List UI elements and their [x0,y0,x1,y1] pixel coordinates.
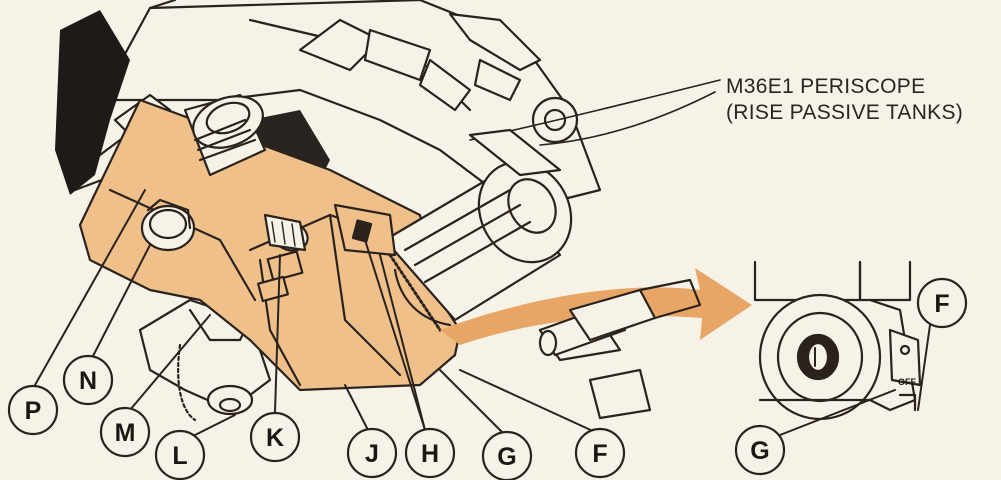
leader-f2 [917,324,931,411]
callout-l-label: L [172,442,187,470]
callout-f-label: F [592,440,607,468]
knob-k [263,213,309,252]
callouts: P N M L K J H [7,277,968,480]
callout-m: M [99,406,151,458]
caption-line-2: (RISE PASSIVE TANKS) [726,101,964,124]
leader-lines [34,189,931,441]
leader-f [459,369,596,433]
callout-h: H [404,427,456,479]
callout-n-label: N [79,367,97,395]
callout-p-label: P [25,397,42,425]
caption-line-1: M36E1 PERISCOPE [726,75,926,98]
leader-g [439,369,506,436]
leader-k [274,254,281,413]
leader-j [344,384,369,431]
callout-f-inset: F [916,277,968,329]
callout-k: K [249,411,301,463]
leader-p [34,189,146,386]
callout-g-inset-label: G [750,437,769,465]
eyepiece-main [383,128,573,332]
leader-h [364,239,426,431]
eyepiece-upper [183,93,267,177]
inset-detail: OFF [753,260,922,421]
callout-f: F [574,427,626,479]
shadow-area [55,10,130,195]
callout-j-label: J [365,440,379,468]
cable-2 [539,91,716,146]
periscope-caption: M36E1 PERISCOPE (RISE PASSIVE TANKS) [726,74,963,126]
callout-j: J [346,427,398,479]
callout-k-label: K [266,424,284,452]
callout-m-label: M [115,419,136,447]
knob-n [140,198,196,252]
callout-g-inset: G [734,424,786,476]
leader-m [129,314,211,411]
leader-g2 [779,389,896,436]
switch-block [333,203,397,257]
connector-plug [538,278,702,357]
callout-l: L [154,429,206,480]
callout-g-label: G [497,443,516,471]
callout-f-inset-label: F [934,290,949,318]
callout-h-label: H [421,440,439,468]
off-switch-label: OFF [898,377,916,387]
callout-n: N [62,354,114,406]
leader-n [91,244,151,359]
callout-p: P [7,384,59,436]
callout-g: G [481,430,533,480]
leader-h2 [379,254,426,431]
